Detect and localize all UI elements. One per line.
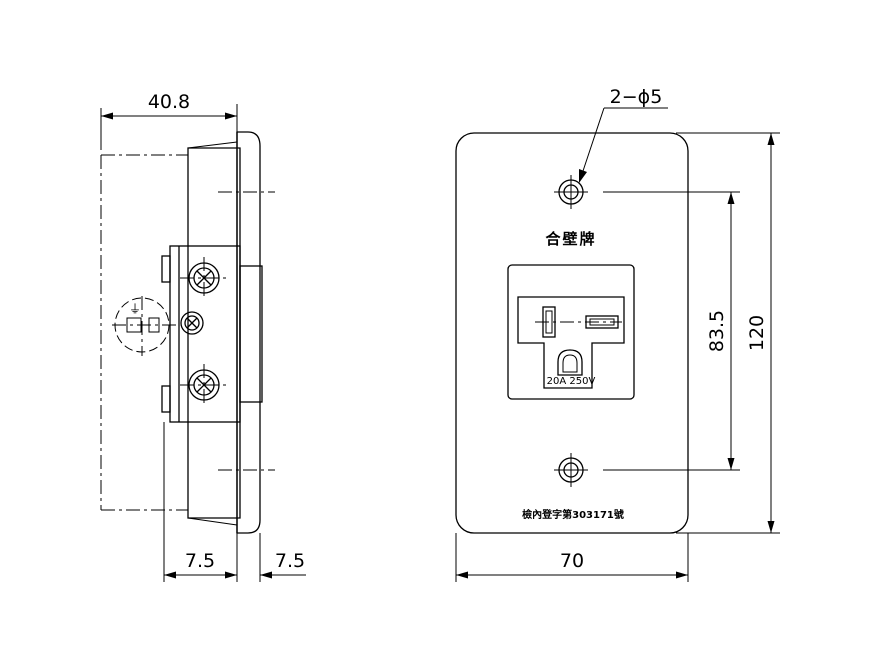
arrow	[727, 192, 735, 204]
callout-leader	[579, 107, 605, 181]
dim-hole-spacing: 83.5	[706, 310, 728, 352]
receptacle-face	[517, 296, 625, 389]
ground-mark: ⏚	[112, 296, 180, 356]
terminal-tab-top	[161, 255, 171, 283]
ground-screw	[180, 311, 204, 335]
plate-chamfer-top	[187, 141, 238, 149]
dim-side-bottom-left: 7.5	[185, 550, 215, 572]
arrow	[225, 571, 237, 579]
receptacle-body-stub	[239, 265, 263, 403]
ground-slot	[557, 349, 583, 376]
product-name: 合壁牌	[544, 230, 596, 248]
front-view: 2−ϕ5 合壁牌 20A 250V 檢內登字第303171號 70 83.5	[455, 86, 780, 582]
dim-front-width: 70	[560, 550, 584, 572]
ground-symbol: ⏚	[129, 302, 141, 316]
dim-front-height: 120	[746, 315, 768, 351]
plate-outline	[455, 132, 689, 534]
plate-front-edge	[236, 131, 261, 534]
terminal-tab-bottom	[161, 385, 171, 413]
plate-back	[187, 147, 241, 519]
arrow	[727, 458, 735, 470]
screw-slot	[186, 317, 198, 329]
ground-box	[148, 317, 160, 333]
arrow	[164, 571, 176, 579]
dim-side-bottom-right: 7.5	[275, 550, 305, 572]
ground-box	[126, 317, 142, 333]
arrow	[260, 571, 272, 579]
arrow	[456, 571, 468, 579]
registration-label: 檢內登字第303171號	[522, 508, 624, 521]
ground-slot-inner	[562, 354, 578, 373]
arrow-left	[101, 112, 113, 120]
plate-chamfer-bottom	[187, 517, 238, 526]
side-view: 40.8	[100, 91, 306, 582]
callout-arrow	[579, 169, 587, 183]
arrow	[676, 571, 688, 579]
arrow	[767, 521, 775, 533]
ground-screw-head	[184, 315, 200, 331]
receptacle-frame	[507, 264, 635, 400]
rating-label: 20A 250V	[547, 376, 596, 387]
dim-hole-callout: 2−ϕ5	[610, 86, 663, 108]
arrow-right	[225, 112, 237, 120]
arrow	[767, 133, 775, 145]
dim-side-width: 40.8	[148, 91, 190, 113]
